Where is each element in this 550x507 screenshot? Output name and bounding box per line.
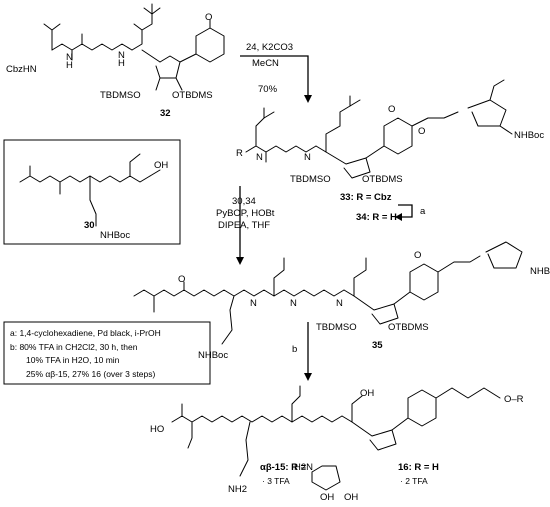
step-1-arrow [240, 55, 312, 103]
compound-16-label: 16: R = H [398, 462, 439, 473]
compound-30-box [3, 139, 181, 245]
step-2-line2: PyBOP, HOBt [216, 208, 275, 219]
condition-a: a: 1,4-cyclohexadiene, Pd black, i-PrOH [10, 328, 161, 338]
compound-35-label: 35 [372, 340, 383, 351]
step-a-arrow [395, 204, 413, 221]
nh2-label: NH2 [228, 484, 247, 495]
oh-label: OH [320, 492, 334, 503]
ho-label: HO [150, 424, 164, 435]
condition-b-line2: 10% TFA in H2O, 10 min [26, 355, 120, 365]
n-label: N [118, 50, 125, 61]
oh-label: OH [344, 492, 358, 503]
nhboc-label: NHBoc [198, 350, 228, 361]
step-1-yield: 70% [258, 84, 278, 95]
nhboc-label: NHBoc [514, 130, 544, 141]
condition-b-line1: b: 80% TFA in CH2Cl2, 30 h, then [10, 342, 138, 352]
compound-30-structure [19, 153, 161, 227]
step-2-line3: DIPEA, THF [218, 220, 270, 231]
compound-15-salt: · 3 TFA [262, 476, 290, 486]
compound-32-label: 32 [160, 108, 171, 119]
compound-15-label: αβ-15: R = [260, 462, 307, 473]
compound-16-structure [171, 385, 501, 491]
step-b-label: b [292, 344, 297, 355]
compound-33-label: 33: R = Cbz [340, 192, 392, 203]
compound-33-structure [245, 79, 513, 179]
tbdmso-label: TBDMSO [100, 90, 141, 101]
o-label: O [178, 274, 185, 285]
step-1-reagents: 24, K2CO3 [246, 42, 293, 53]
o-label: O [418, 126, 425, 137]
tbdmso-label: TBDMSO [290, 174, 331, 185]
compound-16-salt: · 2 TFA [400, 476, 428, 486]
otbdms-label: OTBDMS [362, 174, 403, 185]
cbzhn-label: CbzHN [6, 64, 37, 75]
oh-label: OH [360, 388, 374, 399]
nhboc-label: NHBoc [530, 266, 550, 277]
r-label: R [236, 148, 243, 159]
h-label: H [66, 60, 73, 71]
step-b-arrow [304, 322, 312, 381]
n-label: N [336, 298, 343, 309]
otbdms-label: OTBDMS [172, 90, 213, 101]
step-1-solvent: MeCN [252, 58, 279, 69]
condition-b-line3: 25% αβ-15, 27% 16 (over 3 steps) [26, 369, 156, 379]
compound-32-structure [43, 3, 225, 91]
h-label: H [118, 58, 125, 69]
oh-label: OH [154, 160, 168, 171]
n-label: N [66, 52, 73, 63]
compound-34-label: 34: R = H [356, 212, 397, 223]
nhboc-label: NHBoc [100, 230, 130, 241]
n-label: N [304, 152, 311, 163]
o-r-label: O–R [504, 394, 524, 405]
h2n-label: H2N [294, 462, 313, 473]
n-label: N [256, 152, 263, 163]
step-2-arrow [236, 186, 244, 265]
o-label: O [205, 12, 212, 23]
o-label: O [414, 250, 421, 261]
compound-35-structure [133, 241, 523, 345]
tbdmso-label: TBDMSO [316, 322, 357, 333]
step-a-label: a [420, 206, 426, 217]
compound-30-label: 30 [84, 220, 95, 231]
o-label: O [388, 104, 395, 115]
conditions-box [3, 321, 211, 385]
n-label: N [250, 298, 257, 309]
otbdms-label: OTBDMS [388, 322, 429, 333]
n-label: N [290, 298, 297, 309]
step-2-line1: 30,34 [232, 196, 256, 207]
